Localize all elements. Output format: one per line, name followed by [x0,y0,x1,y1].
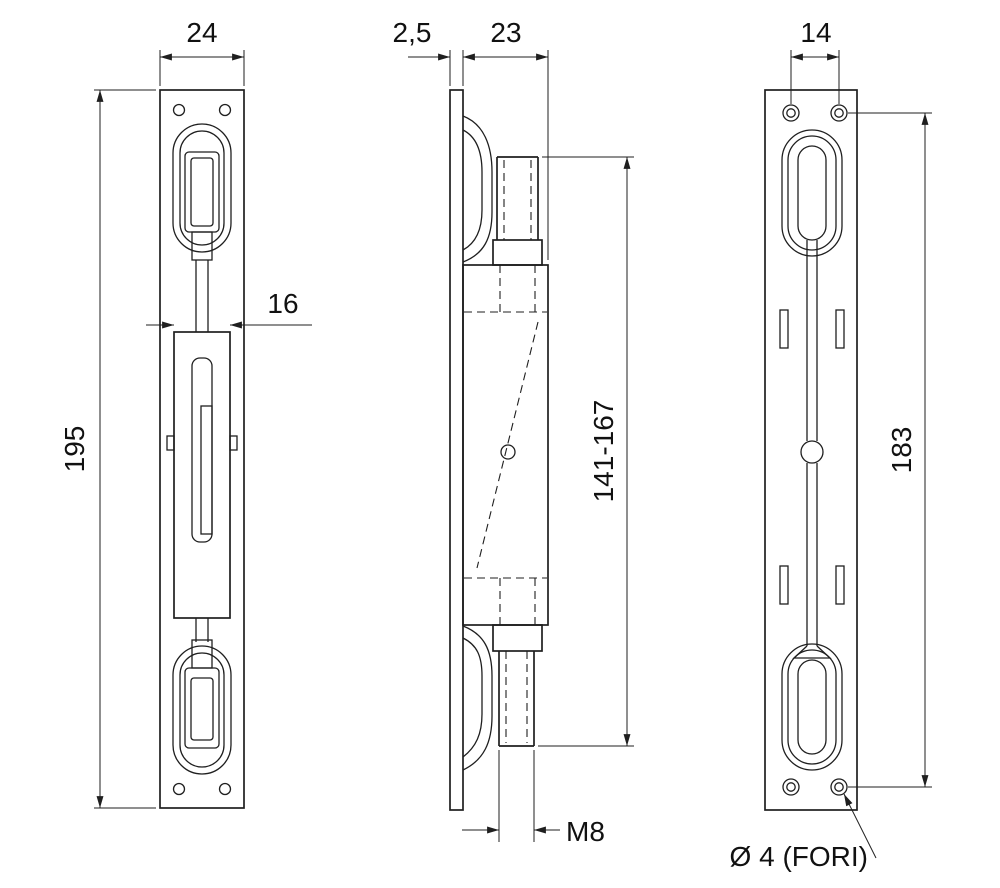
back-connecting-rod [792,240,832,659]
back-bottom-slot [781,643,843,771]
pivot-hole [500,444,516,460]
screw-hole [782,778,800,796]
front-view: 24 195 16 [59,17,312,809]
side-bottom-rod [492,624,543,747]
screw-hole [834,108,844,118]
side-dimensions: 2,5 23 141-167 M8 [393,17,634,847]
rod-knob [800,440,824,464]
side-body-case [462,264,549,626]
label-thread: M8 [566,816,605,847]
screw-hole [786,108,796,118]
dim-side-depth: 23 [490,17,521,48]
dim-side-plate-thickness: 2,5 [393,17,432,48]
screw-hole [830,778,848,796]
dim-front-body-width: 16 [267,288,298,319]
screw-hole [782,104,800,122]
back-dimensions: 14 183 Ø 4 (FORI) [730,17,932,872]
front-bottom-bolt-keeper [172,618,232,775]
screw-hole [218,782,232,796]
dim-back-hole-spacing-width: 14 [800,17,831,48]
front-slider-housing [166,331,238,619]
side-top-rod [492,156,543,266]
screw-hole [786,782,796,792]
back-screw-holes [782,104,848,796]
side-spring-clips [462,115,493,771]
screw-hole [834,782,844,792]
back-view: 14 183 Ø 4 (FORI) [730,17,932,872]
label-holes-diameter: Ø 4 (FORI) [730,841,868,872]
side-view: 2,5 23 141-167 M8 [393,17,634,847]
screw-hole [172,103,186,117]
dim-side-length-range: 141-167 [588,400,619,503]
dim-front-height: 195 [59,426,90,473]
front-plate [159,89,245,809]
screw-hole [172,782,186,796]
back-top-slot [781,129,843,257]
front-screw-holes [172,103,232,796]
screw-hole [830,104,848,122]
dim-front-width: 24 [186,17,217,48]
side-faceplate [449,89,464,811]
front-top-bolt-keeper [172,123,232,332]
front-dimensions: 24 195 16 [59,17,312,809]
dim-back-hole-spacing-height: 183 [886,427,917,474]
holes-leader-line [843,793,877,859]
screw-hole [218,103,232,117]
back-plate [764,89,858,811]
back-side-cutouts [779,309,845,605]
